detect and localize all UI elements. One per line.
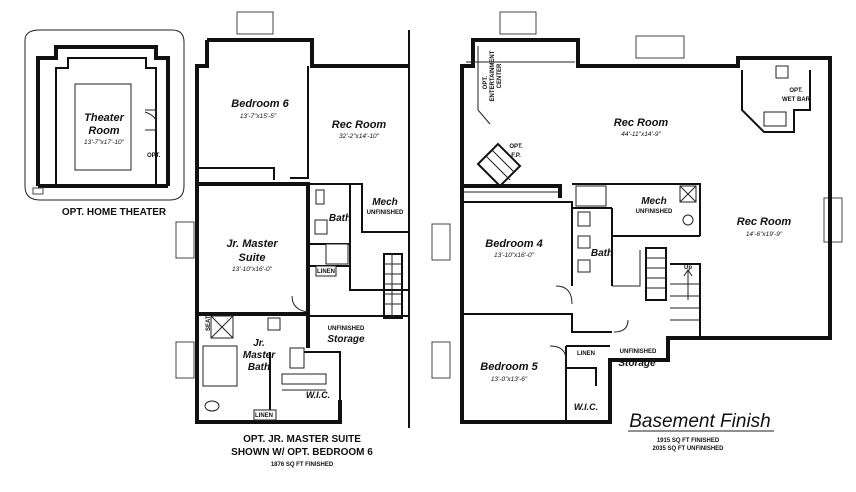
bedroom-5-dims: 13'-0"x13'-6" <box>491 376 528 383</box>
stairs-up-label: Up <box>684 265 692 271</box>
bedroom-4-dims: 13'-10"x16'-0" <box>494 252 535 259</box>
right-bath-label: Bath <box>591 248 613 259</box>
bedroom-6-dims: 13'-7"x15'-5" <box>240 113 277 120</box>
entertainment-center-label-2: ENTERTAINMENT <box>490 50 496 101</box>
theater-room-dims: 13'-7"x17'-10" <box>84 139 125 146</box>
wet-bar-label: OPT. <box>789 88 803 94</box>
left-linen-label: LINEN <box>317 269 335 275</box>
rec-room-right-label: Rec Room <box>737 216 792 228</box>
jr-master-bath-label-3: Bath <box>248 362 270 373</box>
left-wic-label: W.I.C. <box>306 390 330 400</box>
sqft-finished: 1915 SQ FT FINISHED <box>657 438 720 444</box>
right-basement-plan: OPT. ENTERTAINMENT CENTER OPT. F.P. Rec … <box>431 11 843 452</box>
basement-finish-title: Basement Finish <box>629 411 771 432</box>
right-mech-note: UNFINISHED <box>636 209 673 215</box>
fireplace-label: OPT. <box>509 144 523 150</box>
left-rec-room-dims: 32'-2"x14'-10" <box>339 133 380 140</box>
entertainment-center-label-3: CENTER <box>497 63 503 88</box>
right-storage-label: Storage <box>618 358 656 369</box>
left-bath-label: Bath <box>329 213 351 224</box>
left-storage-label: Storage <box>327 334 365 345</box>
left-mech-label: Mech <box>372 197 398 208</box>
left-caption-line-1: OPT. JR. MASTER SUITE <box>243 434 361 445</box>
home-theater-caption: OPT. HOME THEATER <box>62 207 167 218</box>
theater-room-label-2: Room <box>88 125 119 137</box>
entertainment-center-label: OPT. <box>483 76 489 90</box>
rec-room-top-dims: 44'-11"x14'-9" <box>621 131 661 138</box>
theater-room-label: Theater <box>84 112 124 124</box>
sqft-unfinished: 2035 SQ FT UNFINISHED <box>652 446 724 452</box>
left-basement-plan: Bedroom 6 13'-7"x15'-5" Rec Room 32'-2"x… <box>175 11 410 468</box>
bedroom-4-label: Bedroom 4 <box>485 238 542 250</box>
rec-room-right-dims: 14'-6"x19'-9" <box>746 231 783 238</box>
seat-label: SEAT <box>206 315 212 331</box>
right-linen-label: LINEN <box>577 351 595 357</box>
left-linen-2-label: LINEN <box>255 413 273 419</box>
jr-master-bath-label: Jr. <box>253 338 265 349</box>
left-caption-line-2: SHOWN W/ OPT. BEDROOM 6 <box>231 447 373 458</box>
jr-master-bath-label-2: Master <box>243 350 276 361</box>
left-rec-room-label: Rec Room <box>332 119 387 131</box>
right-storage-note: UNFINISHED <box>620 349 657 355</box>
home-theater-plan: Theater Room 13'-7"x17'-10" OPT. OPT. HO… <box>24 29 185 218</box>
left-sqft: 1876 SQ FT FINISHED <box>271 462 334 468</box>
right-wic-label: W.I.C. <box>574 402 598 412</box>
right-mech-label: Mech <box>641 196 667 207</box>
theater-opt-label: OPT. <box>147 153 161 159</box>
jr-master-suite-label-2: Suite <box>239 252 266 264</box>
bedroom-5-label: Bedroom 5 <box>480 361 538 373</box>
wet-bar-label-2: WET BAR <box>782 97 811 103</box>
jr-master-suite-dims: 13'-10"x16'-0" <box>232 266 273 273</box>
jr-master-suite-label: Jr. Master <box>226 238 278 250</box>
fireplace-label-2: F.P. <box>511 153 521 159</box>
left-storage-note: UNFINISHED <box>328 326 365 332</box>
rec-room-top-label: Rec Room <box>614 117 669 129</box>
bedroom-6-label: Bedroom 6 <box>231 98 289 110</box>
left-mech-note: UNFINISHED <box>367 210 404 216</box>
